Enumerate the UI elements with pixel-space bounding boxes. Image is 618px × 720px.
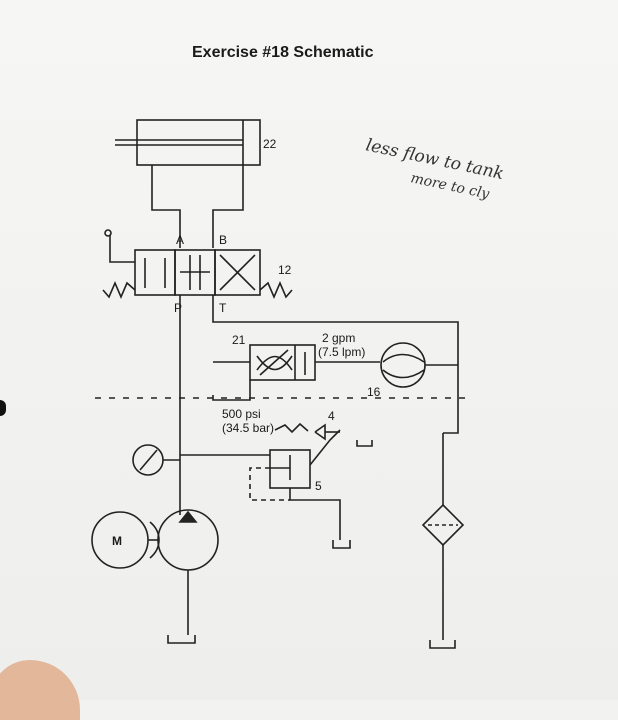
tank-symbol [356, 440, 373, 447]
tank-symbol [429, 640, 456, 649]
label-4: 4 [328, 409, 335, 423]
label-12: 12 [278, 263, 292, 277]
tank-symbol [167, 635, 196, 644]
label-5: 5 [315, 479, 322, 493]
flow-rate-gpm: 2 gpm [322, 331, 355, 345]
label-22: 22 [263, 137, 277, 151]
electric-motor [91, 511, 160, 569]
flow-meter [380, 342, 426, 388]
tank-symbol [332, 540, 351, 549]
page-title: Exercise #18 Schematic [192, 44, 374, 61]
cylinder-line-b [212, 165, 244, 248]
paper-sheet [0, 0, 618, 700]
label-16: 16 [367, 385, 381, 399]
port-a-label: A [176, 233, 184, 247]
relief-pressure-psi: 500 psi [222, 407, 261, 421]
tank-return-line [212, 295, 459, 434]
label-21: 21 [232, 333, 246, 347]
relief-valve [180, 422, 341, 540]
flow-rate-lpm: (7.5 lpm) [318, 345, 365, 359]
relief-pressure-bar: (34.5 bar) [222, 421, 274, 435]
flow-control-valve [249, 344, 316, 381]
hydraulic-cylinder [115, 119, 261, 166]
port-b-label: B [219, 233, 227, 247]
filter [421, 433, 465, 640]
page-edge-mark [0, 400, 6, 416]
check-valve [314, 423, 340, 441]
hydraulic-pump [157, 509, 219, 635]
hydraulic-schematic: 22 A B 12 P T 21 2 gpm (7.5 lpm) 16 500 … [91, 119, 506, 649]
motor-label: M [112, 534, 122, 548]
directional-control-valve [102, 235, 293, 300]
cylinder-line-a [151, 165, 181, 248]
pressure-gauge [132, 444, 180, 476]
port-t-label: T [219, 301, 227, 315]
port-p-label: P [174, 301, 182, 315]
